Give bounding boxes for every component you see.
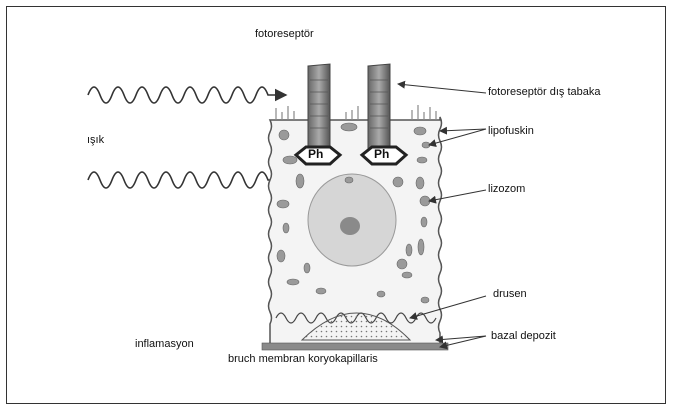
label-fotoreseptor: fotoreseptör	[255, 28, 314, 40]
light-wave-top	[88, 87, 286, 103]
label-inflamasyon: inflamasyon	[135, 338, 194, 350]
label-dis-tabaka: fotoreseptör dış tabaka	[488, 86, 601, 98]
light-wave-bottom	[88, 172, 286, 188]
nucleolus	[340, 217, 360, 235]
label-lipofuskin: lipofuskin	[488, 125, 534, 137]
label-drusen: drusen	[493, 288, 527, 300]
label-bruch: bruch membran koryokapillaris	[228, 353, 378, 365]
label-isik: ışık	[87, 134, 104, 146]
label-bazal-depozit: bazal depozit	[491, 330, 556, 342]
bruch-membrane	[262, 343, 448, 350]
microvilli	[276, 105, 436, 120]
label-ph-left: Ph	[308, 147, 323, 161]
label-ph-right: Ph	[374, 147, 389, 161]
label-lizozom: lizozom	[488, 183, 525, 195]
